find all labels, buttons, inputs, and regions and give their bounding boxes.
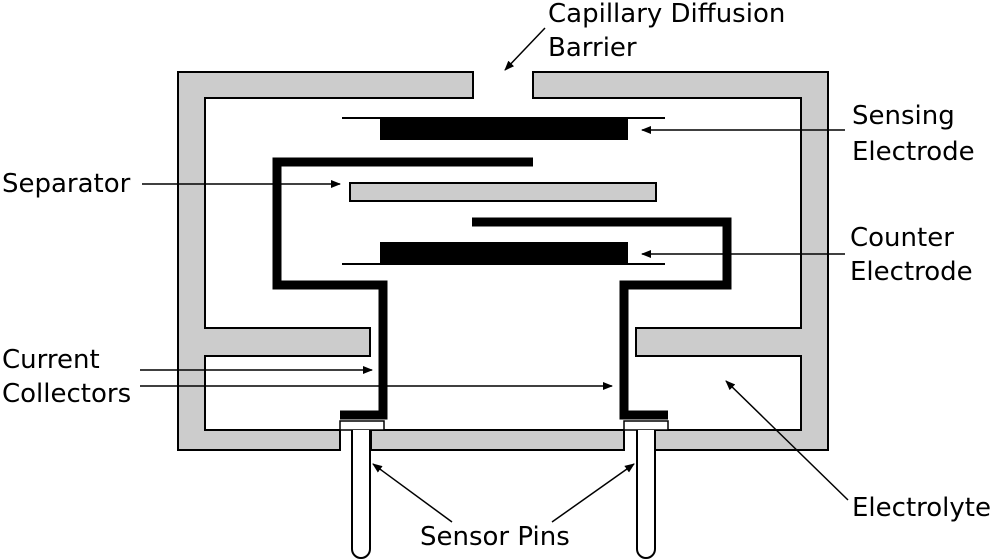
left-sensor-pin [351,430,371,559]
sensing-electrode [342,117,665,140]
capillary-arrow [504,27,546,71]
counter-label-line2: Electrode [850,257,973,287]
sensing-label-line2: Electrode [852,137,975,167]
sensor-pins-label: Sensor Pins [420,522,570,552]
right-sensor-pin [636,430,656,559]
housing-bottom-middle [370,429,625,451]
pins-arrow-left [372,463,453,523]
counter-electrode [342,242,665,265]
separator-label: Separator [2,169,131,199]
current-collectors [272,157,732,420]
leader-lines [140,27,849,523]
current-collectors-label-line1: Current [2,345,100,375]
capillary-label-line2: Barrier [548,33,637,63]
counter-label-line1: Counter [850,223,954,253]
housing-left-wall [177,71,474,451]
current-collectors-label-line2: Collectors [2,379,131,409]
right-current-collector [472,217,732,420]
pins-arrow-right [551,463,635,523]
separator-plate [349,182,657,202]
electrolyte-label: Electrolyte [852,493,991,523]
labels: Capillary Diffusion Barrier Sensing Elec… [2,0,991,552]
left-current-collector [272,157,533,420]
pin-sockets [339,420,669,431]
electrolyte-arrow [725,380,849,501]
housing-right-wall [532,71,829,451]
sensor-housing [177,71,829,451]
capillary-label-line1: Capillary Diffusion [548,0,785,29]
sensor-pins [351,430,656,559]
sensing-label-line1: Sensing [852,101,955,131]
